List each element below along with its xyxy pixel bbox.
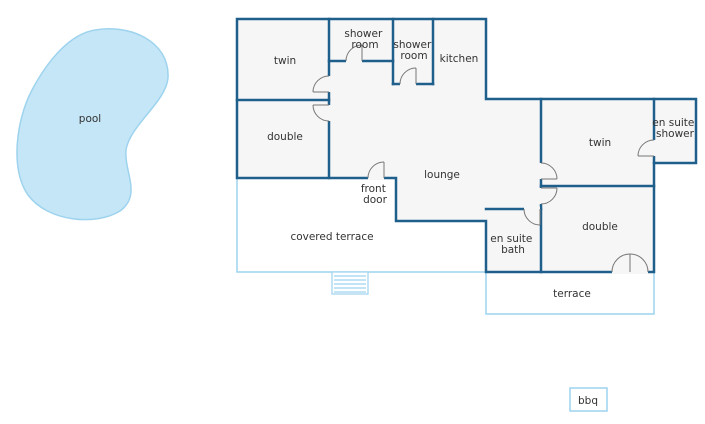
twin-right-label: twin: [589, 137, 611, 149]
shower-room-1-line-2: room: [351, 39, 378, 51]
pool-label: pool: [79, 113, 101, 125]
shower-room-1-label: shower room: [344, 28, 385, 51]
en-suite-bath-line-2: bath: [501, 244, 525, 256]
shower-room-1-line-1: shower: [344, 28, 383, 40]
bbq-area: [569, 387, 608, 412]
twin-left-label: twin: [274, 55, 296, 67]
front-door-line-2: door: [363, 194, 388, 206]
shower-room-2-label: shower room: [393, 39, 434, 62]
pool-shape: [16, 28, 169, 221]
double-right-label: double: [582, 221, 618, 233]
terrace-label: terrace: [553, 288, 591, 300]
terrace-area: [485, 271, 655, 315]
walls: [235, 17, 698, 274]
en-suite-bath-line-1: en suite: [490, 233, 532, 245]
en-suite-shower-label: en suite shower: [652, 117, 697, 140]
kitchen-label: kitchen: [440, 53, 479, 65]
steps: [331, 271, 369, 295]
front-door-label: front door: [361, 183, 389, 206]
shower-room-2-line-2: room: [400, 50, 427, 62]
en-suite-bath-label: en suite bath: [490, 233, 535, 256]
double-left-label: double: [267, 131, 303, 143]
shower-room-2-line-1: shower: [393, 39, 432, 51]
bbq-label: bbq: [578, 395, 598, 407]
covered-terrace-label: covered terrace: [290, 231, 373, 243]
front-door-line-1: front: [361, 183, 386, 195]
door-swings: [312, 44, 655, 273]
en-suite-shower-line-2: shower: [656, 128, 695, 140]
en-suite-shower-line-1: en suite: [652, 117, 694, 129]
lounge-label: lounge: [424, 169, 460, 181]
door-openings: [327, 59, 656, 274]
house-floor: [237, 19, 696, 272]
